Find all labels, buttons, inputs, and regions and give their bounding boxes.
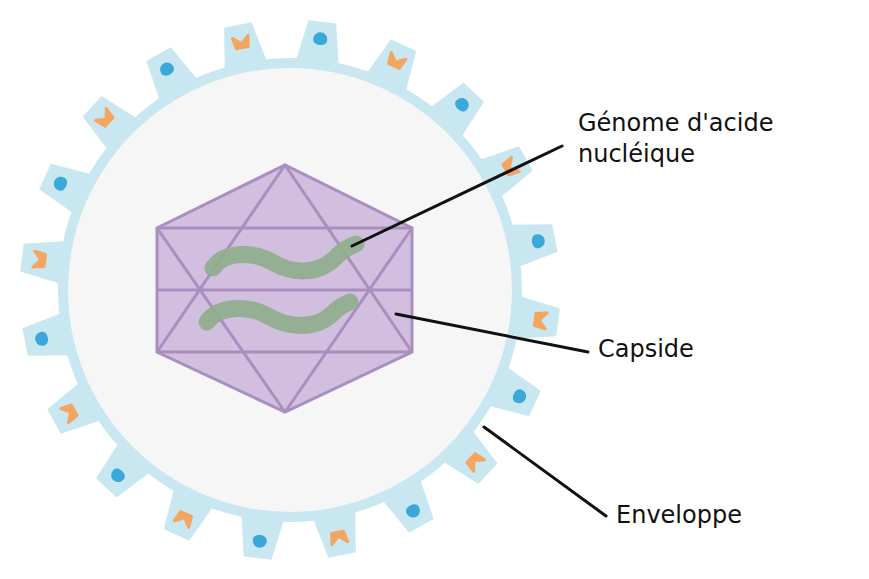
capsid — [157, 165, 412, 412]
part-label: Génome d'acide nucléique — [578, 108, 858, 170]
leader-lines — [352, 146, 606, 516]
envelope — [58, 58, 522, 522]
part-label: Capside — [598, 334, 798, 365]
envelope-spikes — [19, 19, 560, 560]
virus-interior — [68, 68, 512, 512]
nucleic-acid-genome — [207, 244, 356, 326]
part-label: Enveloppe — [616, 500, 846, 531]
